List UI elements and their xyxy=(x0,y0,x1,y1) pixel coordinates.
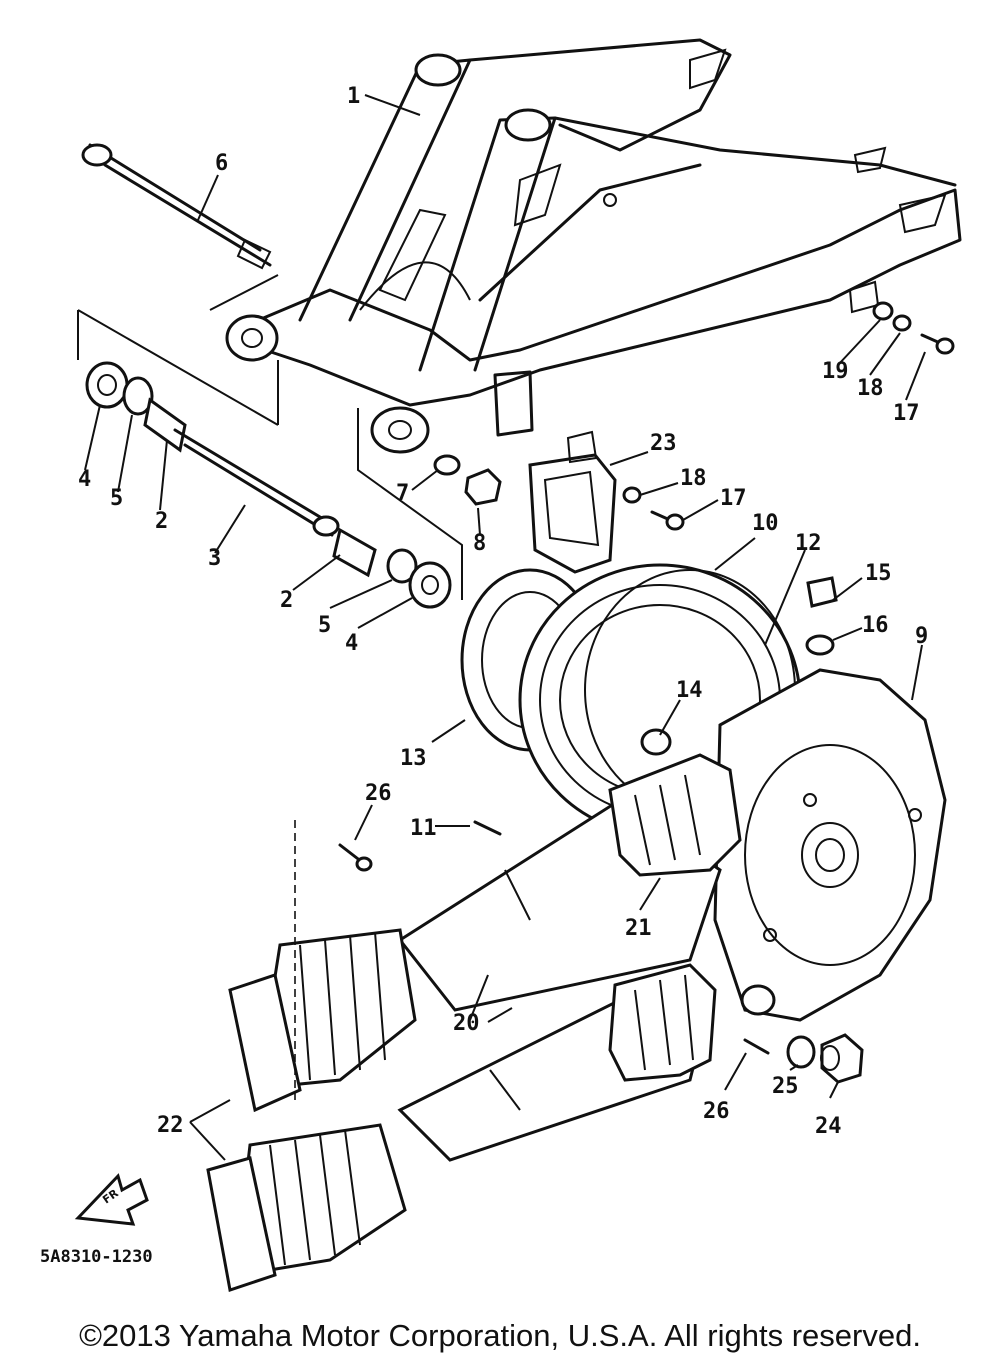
callout-1: 1 xyxy=(347,84,360,109)
nut-part-8 xyxy=(464,468,502,506)
washer-part-18-mid xyxy=(622,486,642,504)
washer-part-25 xyxy=(786,1035,816,1069)
callout-23: 23 xyxy=(650,431,677,456)
callout-26b: 26 xyxy=(703,1099,730,1124)
callout-6: 6 xyxy=(215,151,228,176)
swingarm-exploded-diagram: FR 1 6 19 18 17 4 5 2 3 7 8 23 18 17 10 … xyxy=(40,38,962,1292)
callout-labels: 1 6 19 18 17 4 5 2 3 7 8 23 18 17 10 12 … xyxy=(78,84,928,1139)
pivot-shaft-bolt xyxy=(81,143,272,270)
boots-part-22 xyxy=(206,928,417,1292)
callout-8: 8 xyxy=(473,531,486,556)
callout-14: 14 xyxy=(676,678,703,703)
seal-part-14 xyxy=(640,728,672,756)
bolt-part-26-right xyxy=(743,1038,770,1055)
final-gear-case-part-9 xyxy=(713,668,947,1022)
callout-12: 12 xyxy=(795,531,822,556)
callout-24: 24 xyxy=(815,1114,842,1139)
callout-7: 7 xyxy=(396,481,409,506)
assembly-bracket-left xyxy=(77,274,279,426)
callout-22: 22 xyxy=(157,1113,184,1138)
callout-4b: 4 xyxy=(345,631,358,656)
assembly-bracket-right xyxy=(357,408,463,600)
callout-9: 9 xyxy=(915,624,928,649)
callout-17b: 17 xyxy=(720,486,747,511)
callout-18b: 18 xyxy=(680,466,707,491)
callout-4: 4 xyxy=(78,467,91,492)
callout-16: 16 xyxy=(862,613,889,638)
callout-26: 26 xyxy=(365,781,392,806)
gasket-part-16 xyxy=(805,634,835,656)
callout-2b: 2 xyxy=(280,588,293,613)
callout-25: 25 xyxy=(772,1074,799,1099)
callout-13: 13 xyxy=(400,746,427,771)
callout-18: 18 xyxy=(857,376,884,401)
guard-part-23 xyxy=(528,453,617,574)
callout-20: 20 xyxy=(453,1011,480,1036)
collar-part-19 xyxy=(872,301,894,321)
callout-3: 3 xyxy=(208,546,221,571)
callout-5: 5 xyxy=(110,486,123,511)
callout-19: 19 xyxy=(822,359,849,384)
cap-part-24 xyxy=(820,1033,864,1084)
front-direction-arrow: FR xyxy=(74,1173,149,1226)
callout-15: 15 xyxy=(865,561,892,586)
callout-17: 17 xyxy=(893,401,920,426)
callout-2: 2 xyxy=(155,509,168,534)
rear-arm-frame xyxy=(225,38,962,454)
bolt-part-11 xyxy=(473,820,502,836)
callout-10: 10 xyxy=(752,511,779,536)
diagram-code: 5A8310-1230 xyxy=(40,1247,153,1267)
boots-part-21 xyxy=(608,753,742,1082)
callout-11: 11 xyxy=(410,816,437,841)
pivot-components xyxy=(85,361,452,609)
copyright-notice: ©2013 Yamaha Motor Corporation, U.S.A. A… xyxy=(79,1318,921,1353)
leader-lines xyxy=(84,94,926,1161)
plug-part-15 xyxy=(806,576,838,608)
callout-21: 21 xyxy=(625,916,652,941)
washer-part-18-top xyxy=(892,314,912,332)
washer-part-7 xyxy=(433,454,461,476)
callout-5b: 5 xyxy=(318,613,331,638)
